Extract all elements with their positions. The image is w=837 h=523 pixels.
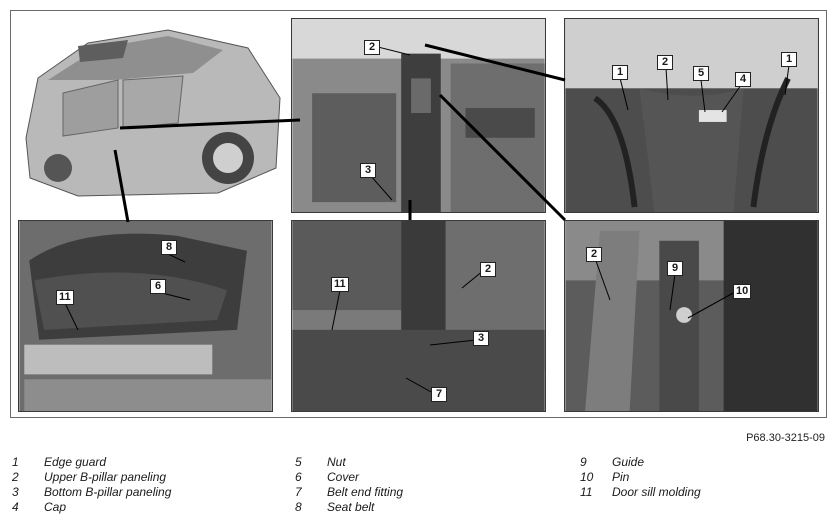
callout-belt-end-fitting: 7 — [431, 387, 447, 402]
callout-nut: 5 — [693, 66, 709, 81]
callout-bottom-b-pillar-a: 3 — [360, 163, 376, 178]
callout-upper-b-pillar-c: 2 — [480, 262, 496, 277]
callout-upper-b-pillar-d: 2 — [586, 247, 602, 262]
callout-door-sill-molding-b: 11 — [331, 277, 349, 292]
callout-seat-belt: 8 — [161, 240, 177, 255]
photo-pin-guide — [564, 220, 819, 412]
photo-lower-b-pillar — [291, 220, 546, 412]
callout-upper-b-pillar-a: 2 — [364, 40, 380, 55]
callout-bottom-b-pillar-b: 3 — [473, 331, 489, 346]
callout-guide: 9 — [667, 261, 683, 276]
callout-edge-guard-a: 1 — [612, 65, 628, 80]
figure-code: P68.30-3215-09 — [746, 432, 825, 444]
callout-cover: 6 — [150, 279, 166, 294]
photo-seat — [18, 220, 273, 412]
callout-door-sill-molding-a: 11 — [56, 290, 74, 305]
photo-b-pillar-full — [291, 18, 546, 213]
photo-headliner — [564, 18, 819, 213]
photo-car-overview — [18, 18, 286, 213]
callout-edge-guard-b: 1 — [781, 52, 797, 67]
callout-upper-b-pillar-b: 2 — [657, 55, 673, 70]
callout-cap: 4 — [735, 72, 751, 87]
callout-pin: 10 — [733, 284, 752, 299]
